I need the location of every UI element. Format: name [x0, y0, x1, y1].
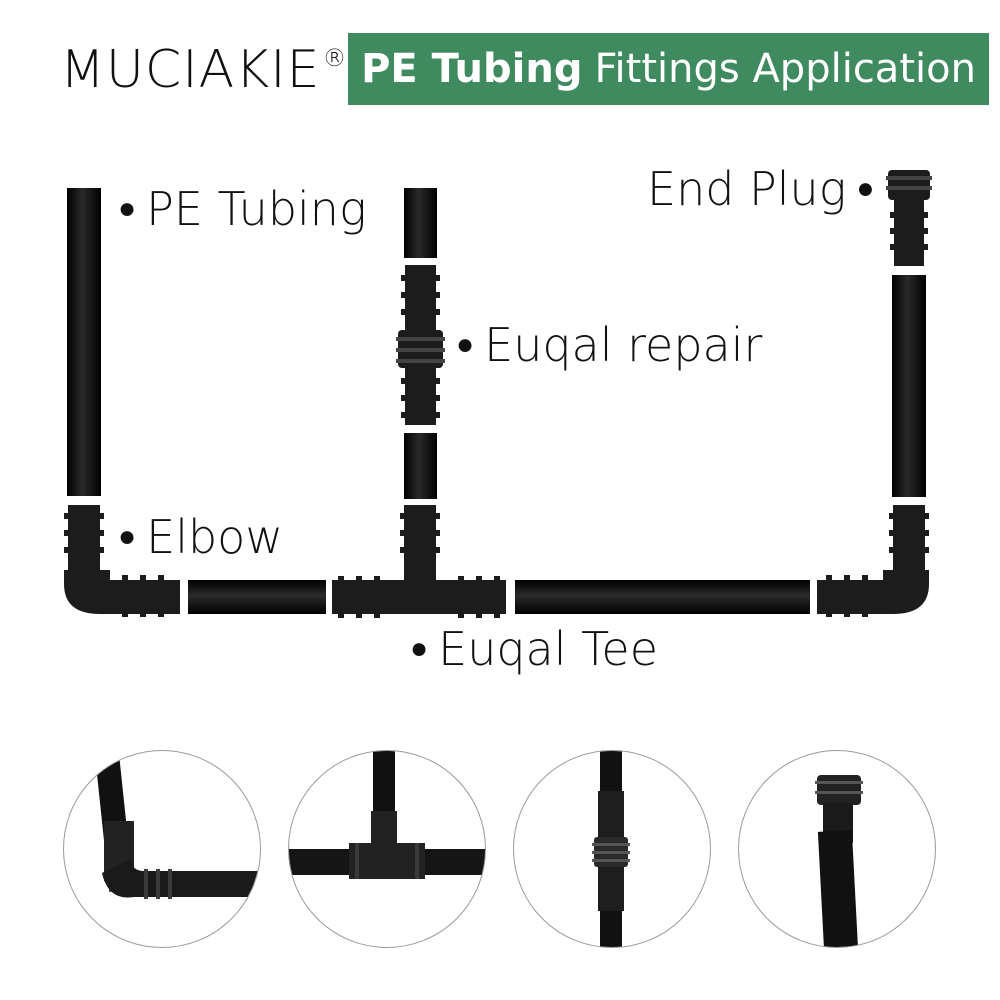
fittings-diagram [64, 170, 932, 618]
label-end-plug-text: End Plug [647, 162, 847, 216]
equal-tee [332, 505, 506, 618]
pe-tube-center-lower [404, 433, 437, 499]
label-elbow-text: Elbow [146, 510, 283, 564]
label-equal-repair-text: Euqal repair [484, 318, 763, 372]
pe-tube-left [67, 188, 101, 496]
label-pe-tubing-text: PE Tubing [146, 182, 367, 236]
title-banner: PE Tubing Fittings Application [348, 33, 989, 105]
label-equal-tee: ●Euqal Tee [410, 622, 659, 676]
brand-logo: MUCIAKIE® [60, 40, 347, 100]
label-equal-repair: ●Euqal repair [456, 318, 763, 372]
end-plug-closeup-photo [738, 750, 936, 948]
elbow-closeup-photo [63, 750, 261, 948]
label-elbow: ●Elbow [118, 510, 283, 564]
tee-closeup-photo [288, 750, 486, 948]
pe-tube-bottom-left [188, 580, 326, 614]
label-pe-tubing: ●PE Tubing [118, 182, 367, 236]
label-equal-tee-text: Euqal Tee [438, 622, 659, 676]
banner-text: Fittings Application [594, 46, 976, 92]
pe-tube-center-top [404, 188, 437, 258]
registered-mark: ® [322, 44, 348, 72]
elbow-left [64, 505, 180, 617]
brand-name: MUCIAKIE [60, 40, 321, 100]
equal-repair [396, 265, 445, 425]
banner-bold-text: PE Tubing [361, 46, 583, 92]
label-end-plug: End Plug● [647, 162, 875, 216]
end-plug [886, 170, 932, 266]
repair-closeup-photo [513, 750, 711, 948]
elbow-right [817, 505, 929, 617]
pe-tube-bottom-right [515, 580, 810, 614]
pe-tube-right [892, 275, 926, 497]
